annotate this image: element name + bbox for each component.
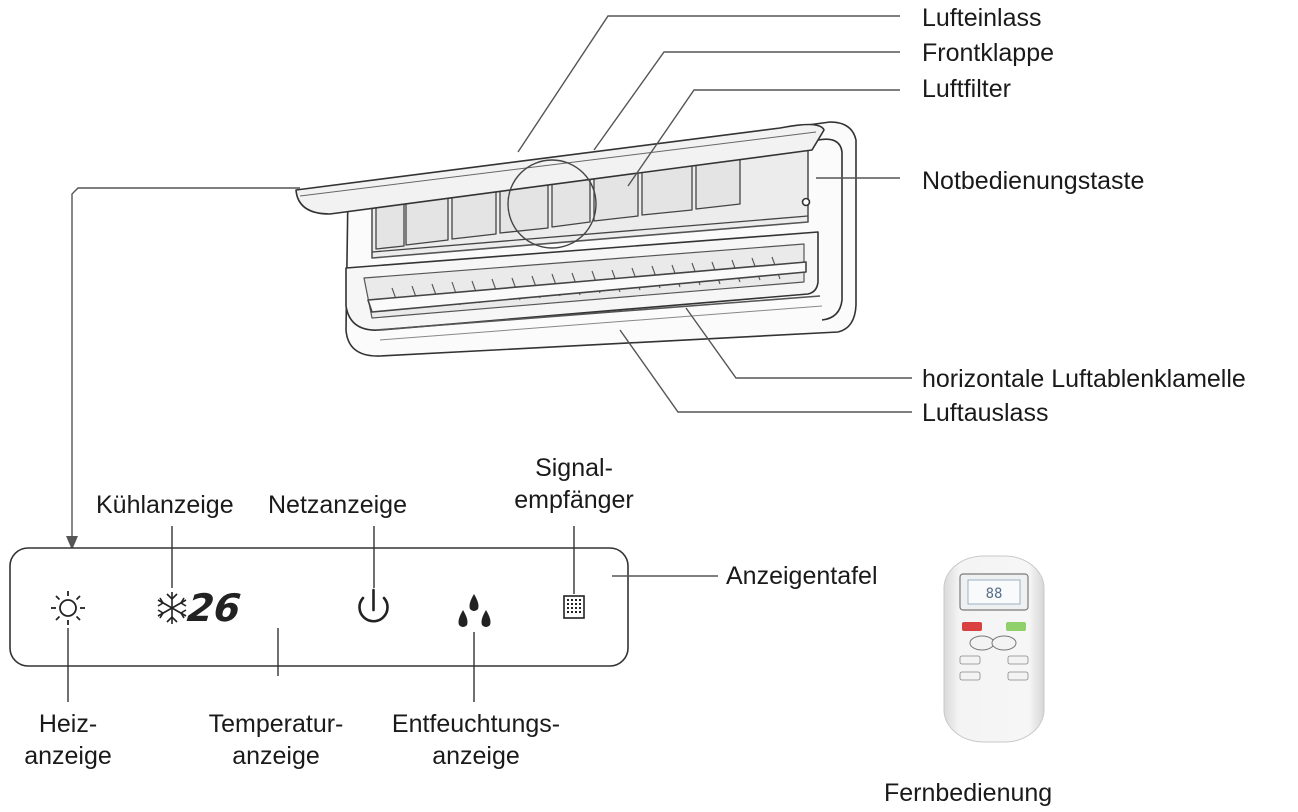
- label-heating-line1: Heiz-: [38, 710, 98, 738]
- leader-front-panel: [593, 51, 900, 151]
- label-temperature-line1: Temperatur-: [208, 710, 344, 738]
- arrowhead: [66, 536, 78, 550]
- label-temperature-indicator: Temperatur- anzeige: [188, 708, 364, 772]
- water-drops-icon: [458, 594, 491, 627]
- unit-leader-lines: [66, 15, 912, 550]
- label-air-outlet: Luftauslass: [922, 399, 1049, 427]
- label-horizontal-louver: horizontale Luftablenklamelle: [922, 365, 1246, 393]
- label-air-inlet: Lufteinlass: [922, 4, 1042, 32]
- label-dehumidify-line2: anzeige: [432, 742, 520, 770]
- air-filter-grid: [371, 158, 809, 253]
- temperature-digits: 26: [185, 586, 242, 630]
- receiver-icon: [563, 595, 585, 619]
- label-power-indicator: Netzanzeige: [268, 491, 407, 519]
- display-panel: 26: [9, 526, 718, 702]
- leader-horizontal-louver: [685, 307, 912, 379]
- horizontal-louver: [367, 261, 807, 313]
- unit-side-panel: [817, 138, 843, 321]
- label-emergency-button: Notbedienungstaste: [922, 167, 1145, 195]
- label-signal-line2: empfänger: [514, 486, 634, 514]
- power-icon: [358, 588, 389, 623]
- leader-air-outlet: [619, 329, 912, 413]
- label-remote: Fernbedienung: [884, 779, 1053, 807]
- leader-air-inlet: [517, 15, 900, 153]
- front-panel-flap: [295, 123, 825, 215]
- label-heating-indicator: Heiz- anzeige: [0, 708, 136, 772]
- leader-display-arrow: [71, 187, 300, 538]
- label-temperature-line2: anzeige: [232, 742, 320, 770]
- label-signal-line1: Signal-: [535, 454, 613, 482]
- label-signal-receiver: Signal- empfänger: [504, 452, 644, 516]
- label-dehumidify-indicator: Entfeuchtungs- anzeige: [374, 708, 578, 772]
- remote-power-button: [962, 622, 982, 631]
- remote-mode-button: [1006, 622, 1026, 631]
- display-panel-frame: [9, 547, 629, 667]
- label-dehumidify-line1: Entfeuchtungs-: [391, 710, 561, 738]
- remote-control: 88: [943, 555, 1045, 743]
- label-front-panel: Frontklappe: [922, 39, 1055, 67]
- snowflake-icon: [157, 592, 187, 624]
- label-air-filter: Luftfilter: [922, 75, 1011, 103]
- sun-icon: [51, 591, 85, 625]
- label-heating-line2: anzeige: [24, 742, 112, 770]
- emergency-button-dot: [801, 197, 811, 207]
- detail-circle: [507, 159, 597, 249]
- label-cooling-indicator: Kühlanzeige: [96, 491, 234, 519]
- label-display-panel: Anzeigentafel: [726, 562, 878, 590]
- indoor-unit: [295, 121, 857, 357]
- indicator-leader-lines: [67, 526, 575, 702]
- leader-air-filter: [627, 89, 900, 187]
- svg-text:88: 88: [986, 586, 1003, 602]
